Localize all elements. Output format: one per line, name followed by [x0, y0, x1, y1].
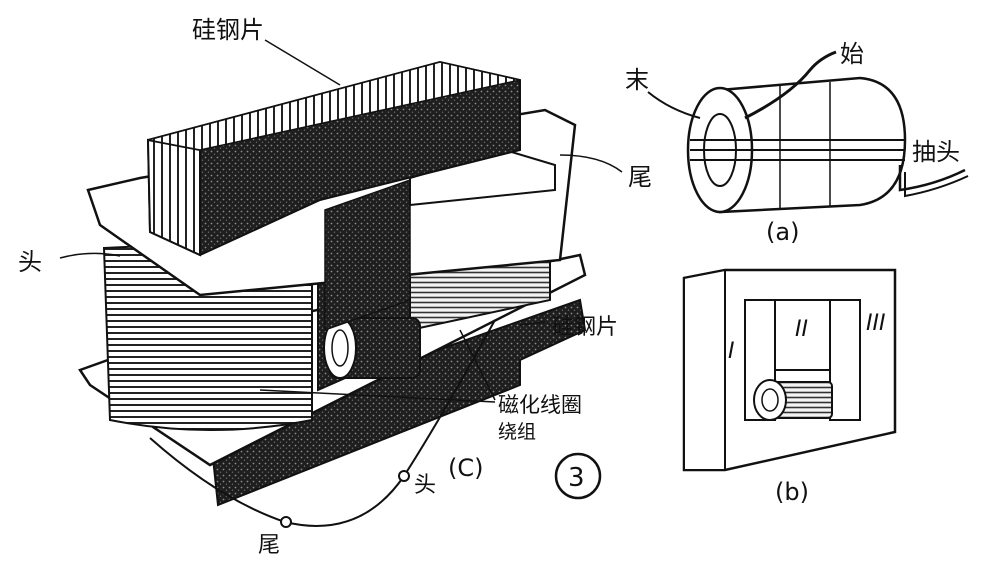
- coil-figure-a: 末 始 抽头 (a): [625, 40, 969, 246]
- core-center-leg: [774, 299, 831, 371]
- leader-head-left: [59, 252, 121, 259]
- label-coil-line1: 磁化线圈: [498, 393, 582, 417]
- leader-steel-top: [264, 39, 341, 86]
- leader-coil-1: [259, 389, 496, 403]
- label-head-left: 头: [18, 248, 42, 276]
- label-fig-b: (b): [775, 478, 809, 506]
- label-roman-2: II: [795, 317, 808, 342]
- start-lead: [744, 50, 837, 120]
- core-figure-b: I II III (b): [682, 268, 897, 506]
- label-coil-line2: 绕组: [498, 421, 536, 443]
- inner-magnetizing-coil: [323, 317, 421, 379]
- core-window-right: [829, 299, 861, 421]
- label-tap: 抽头: [912, 138, 960, 166]
- label-fig-c: (C): [448, 454, 483, 482]
- lead-wire: [149, 319, 496, 527]
- label-tail-bottom: 尾: [258, 533, 280, 558]
- tap-lead: [898, 165, 966, 192]
- label-fig-a: (a): [766, 218, 799, 246]
- label-head-bottom: 头: [414, 473, 436, 498]
- tap-lead-2: [904, 172, 969, 198]
- label-silicon-steel-right: 硅钢片: [552, 315, 618, 340]
- transformer-figure-c: 硅钢片 尾 头 硅钢片 磁化线圈 绕组 头 尾 (C) 3: [18, 16, 652, 558]
- core-coil-bore: [761, 388, 779, 412]
- base-core: [208, 298, 587, 507]
- end-lead: [647, 91, 701, 119]
- terminal-tail: [280, 516, 292, 528]
- leader-tail-right: [559, 154, 623, 173]
- top-lamination-top: [147, 61, 521, 151]
- leader-coil-2: [459, 329, 496, 401]
- fig-number-circle: [554, 452, 602, 500]
- binding-wires: [690, 139, 905, 161]
- label-silicon-steel-top: 硅钢片: [192, 16, 264, 44]
- label-start: 始: [840, 40, 864, 68]
- core-front: [683, 268, 726, 471]
- terminal-head: [398, 470, 410, 482]
- label-roman-3: III: [866, 311, 885, 336]
- top-plate-gap: [324, 178, 411, 332]
- label-fig-number: 3: [568, 463, 585, 493]
- label-roman-1: I: [728, 339, 735, 364]
- label-tail-right: 尾: [628, 163, 652, 191]
- label-end: 末: [625, 66, 649, 94]
- leader-steel-right: [519, 321, 546, 326]
